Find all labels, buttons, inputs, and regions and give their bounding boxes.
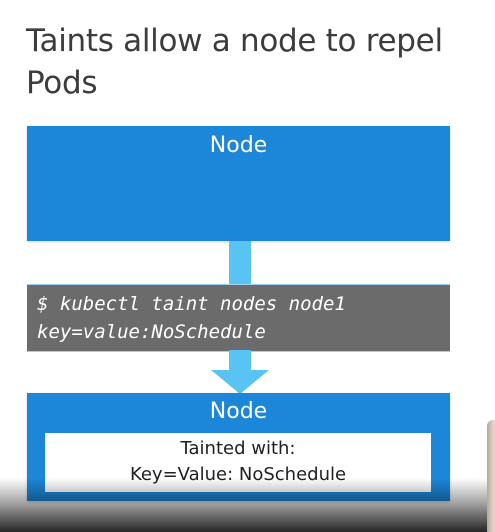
command-box: $ kubectl taint nodes node1 key=value:No…	[27, 284, 450, 352]
arrow-shaft-lower	[229, 350, 251, 372]
command-line-2: key=value:NoSchedule	[37, 321, 266, 343]
taint-line-1: Tainted with:	[180, 438, 296, 459]
command-line-1: $ kubectl taint nodes node1	[37, 293, 346, 315]
presenter-edge	[487, 420, 495, 532]
node-label-bottom: Node	[209, 399, 268, 424]
node-label-top: Node	[209, 133, 268, 158]
down-arrow-icon	[211, 370, 269, 394]
node-box-top: Node	[27, 126, 450, 241]
arrow-shaft-upper	[229, 241, 251, 285]
video-bottom-shade	[0, 478, 495, 532]
slide-title: Taints allow a node to repel Pods	[26, 23, 443, 101]
